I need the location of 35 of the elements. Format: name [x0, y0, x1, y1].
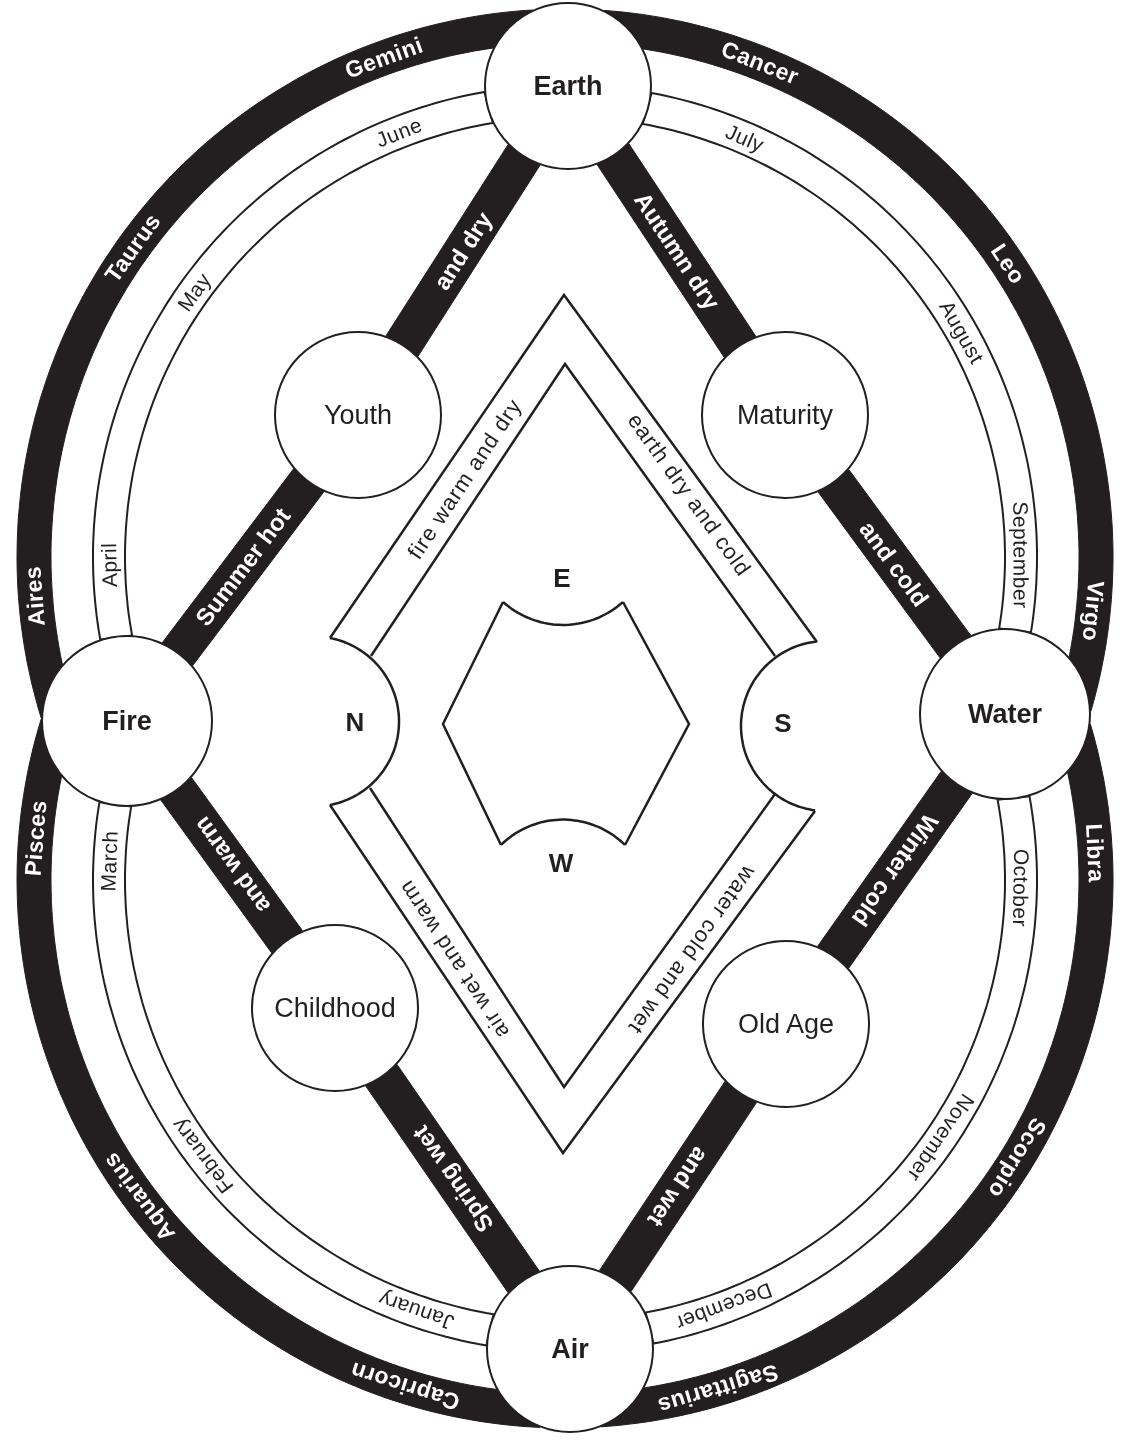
zodiac-sign-label: Aires [21, 565, 50, 627]
month-label: September [1010, 501, 1032, 610]
compass-arc [327, 636, 401, 807]
life-stage-name: Maturity [737, 400, 833, 430]
element-name: Earth [533, 71, 603, 101]
life-stage-name: Childhood [274, 993, 396, 1023]
ring-band [92, 90, 495, 641]
compass-letter: N [345, 709, 365, 735]
month-label: March [97, 830, 122, 892]
ring-band [92, 800, 495, 1347]
ring-band [644, 795, 1038, 1345]
life-stage-name: Old Age [737, 1009, 835, 1039]
element-name: Fire [102, 706, 152, 736]
element-name: Water [968, 699, 1042, 729]
connector-bar [817, 469, 972, 659]
compass-letter: E [553, 565, 571, 591]
month-label: July [723, 120, 768, 156]
hexagon-outline [441, 600, 691, 847]
month-label: June [372, 114, 425, 151]
zodiac-sign-label: Libra [1082, 823, 1109, 884]
zodiac-sign-label: Pisces [21, 799, 51, 878]
connector-bar [161, 468, 325, 667]
month-label: October [1009, 848, 1033, 928]
compass-arc [739, 639, 819, 813]
compass-letter: W [548, 850, 574, 876]
month-label: April [98, 542, 120, 588]
ring-band [641, 91, 1038, 634]
compass-letter: S [774, 710, 792, 736]
connector-bar [817, 771, 973, 969]
zodiac-sign-label: Virgo [1078, 579, 1108, 643]
ring-band [16, 718, 541, 1428]
life-stage-name: Youth [323, 400, 393, 430]
ring-band [16, 9, 534, 719]
ring-band [603, 9, 1114, 712]
element-name: Air [551, 1334, 589, 1364]
